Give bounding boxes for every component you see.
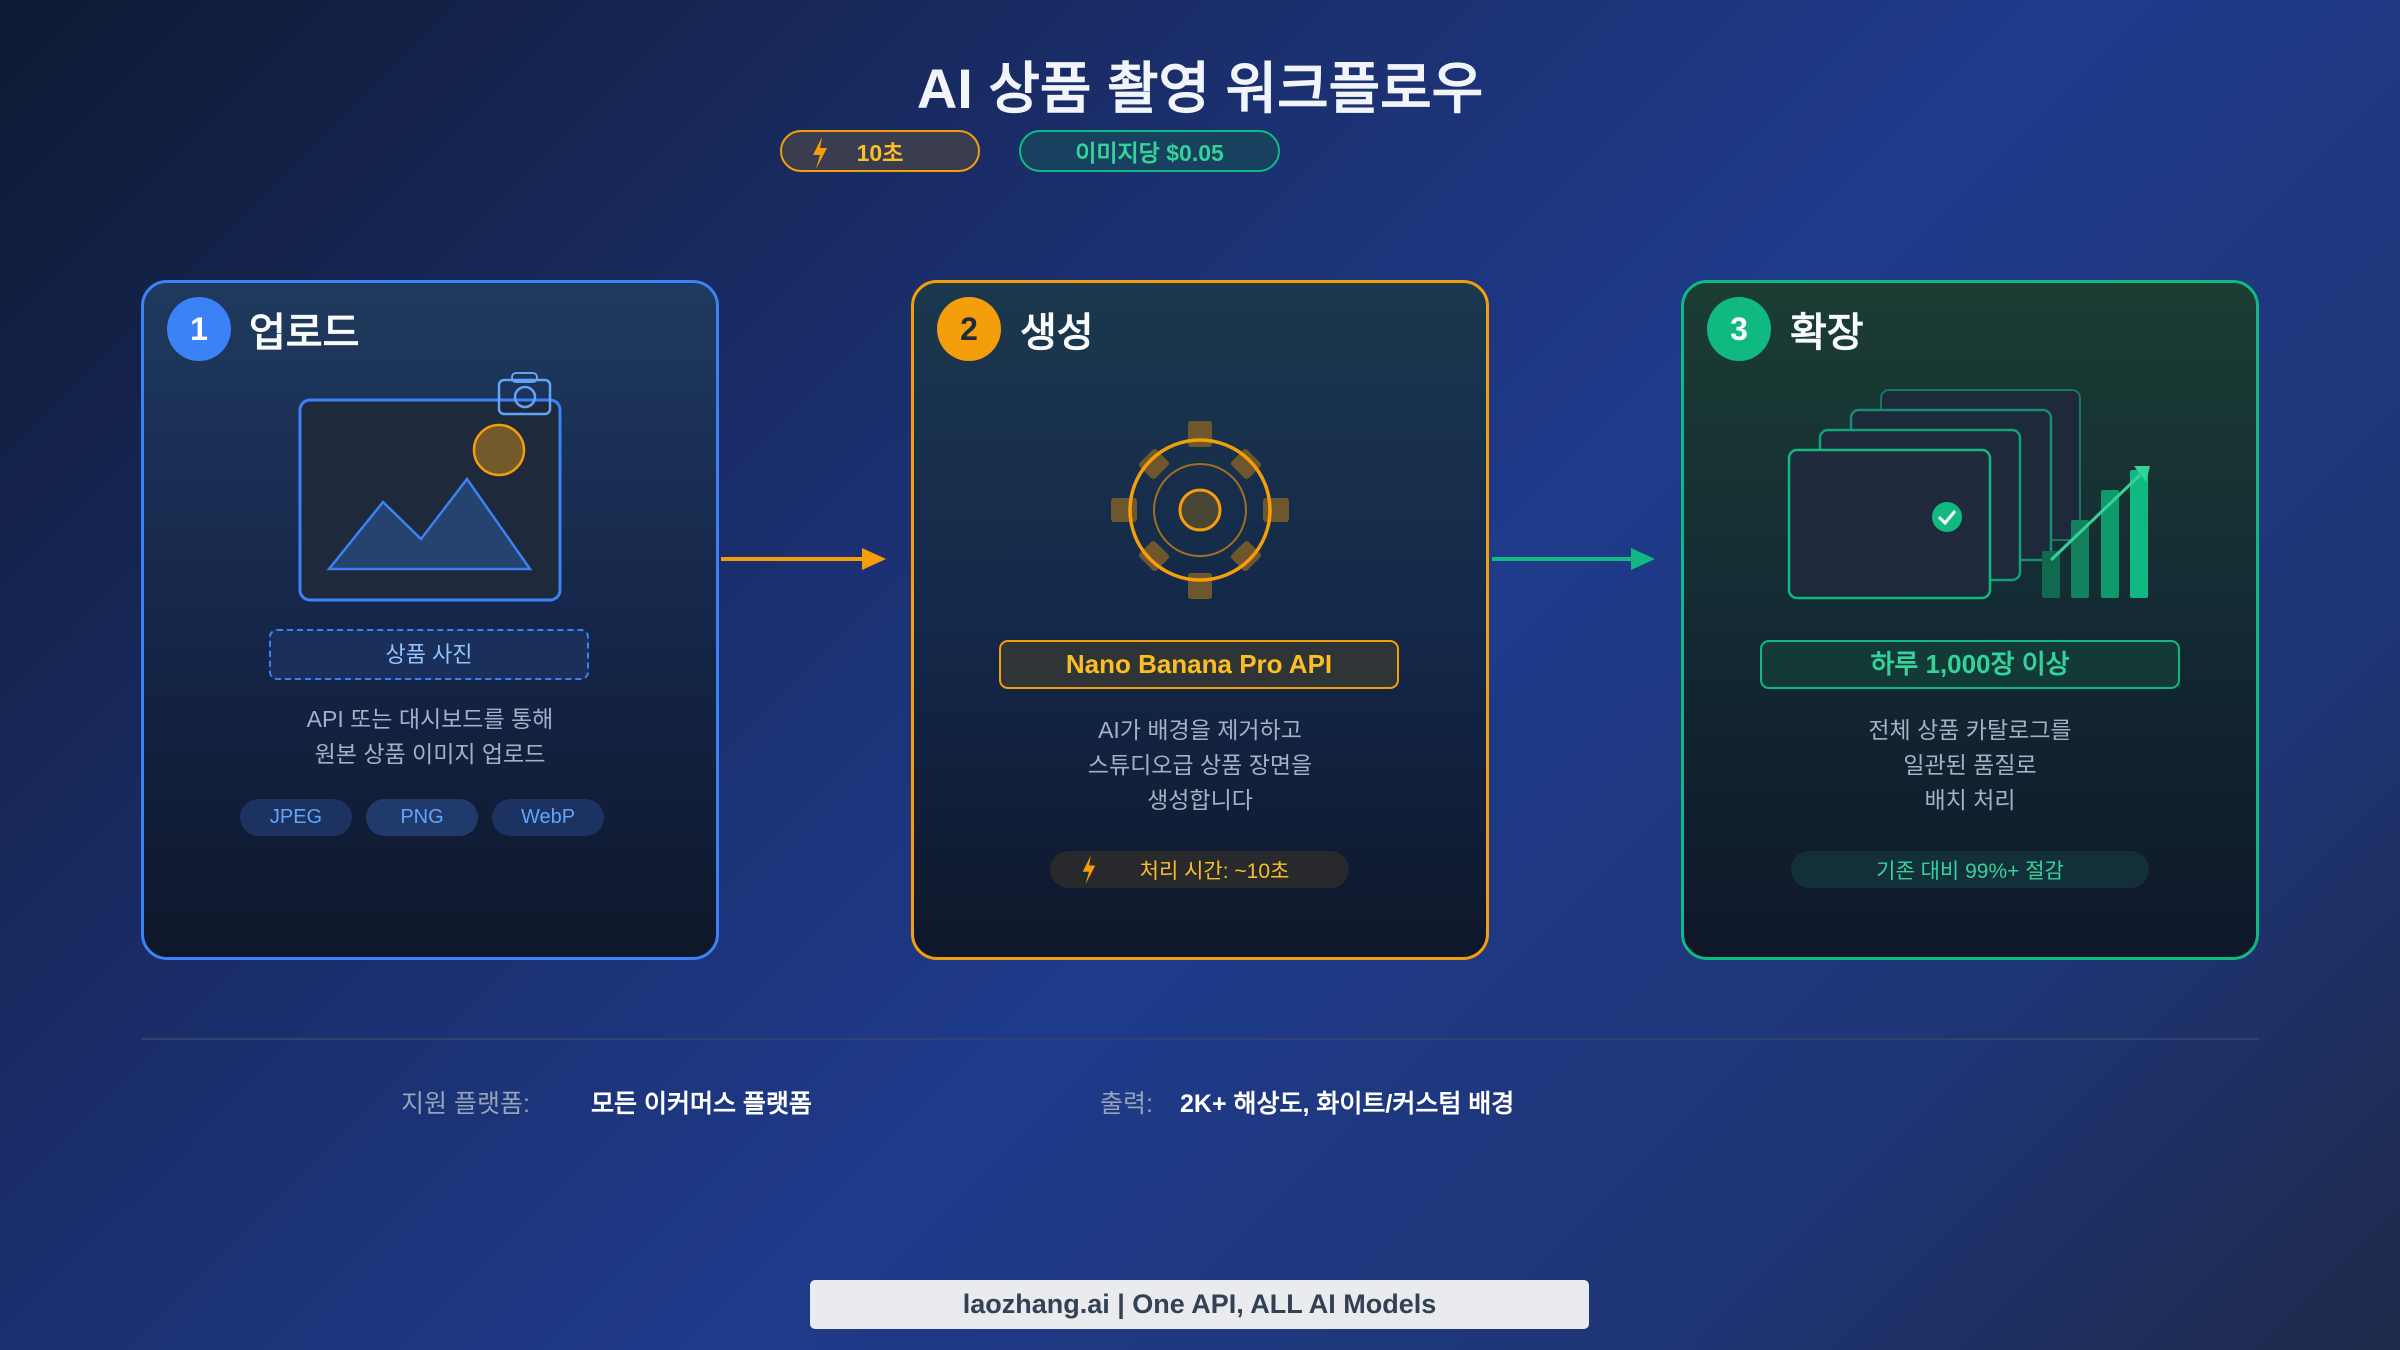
product-photo-label: 상품 사진 — [269, 629, 589, 680]
description-line: 생성합니다 — [1147, 787, 1253, 813]
platforms-label: 지원 플랫폼: — [401, 1090, 530, 1118]
speed-badge: 10초 — [780, 130, 980, 172]
step-number-badge: 2 — [937, 297, 1001, 361]
branding-banner: laozhang.ai | One API, ALL AI Models — [810, 1280, 1589, 1329]
page-title: AI 상품 촬영 워크플로우 — [916, 57, 1484, 120]
description-line: 배치 처리 — [1924, 787, 2016, 813]
savings-pill: 기존 대비 99%+ 절감 — [1791, 851, 2149, 888]
description-line: AI가 배경을 제거하고 — [1098, 717, 1302, 743]
step-card-generate — [911, 280, 1489, 960]
description-line: 원본 상품 이미지 업로드 — [314, 741, 546, 767]
description-line: 일관된 품질로 — [1903, 752, 2037, 778]
capacity-label: 하루 1,000장 이상 — [1760, 640, 2180, 689]
api-name-label: Nano Banana Pro API — [999, 640, 1399, 689]
price-badge: 이미지당 $0.05 — [1019, 130, 1280, 172]
step-description: 전체 상품 카탈로그를 일관된 품질로 배치 처리 — [1681, 713, 2259, 818]
arrow-right-icon — [721, 548, 886, 570]
processing-time-text: 처리 시간: ~10초 — [1139, 859, 1290, 883]
arrow-right-icon — [1492, 548, 1655, 570]
step-description: API 또는 대시보드를 통해 원본 상품 이미지 업로드 — [141, 702, 719, 772]
platforms-value: 모든 이커머스 플랫폼 — [591, 1090, 812, 1118]
format-chip-webp: WebP — [492, 799, 604, 836]
processing-time-pill: 처리 시간: ~10초 — [1050, 851, 1349, 888]
gear-icon — [1111, 421, 1289, 599]
description-line: API 또는 대시보드를 통해 — [306, 706, 554, 732]
product-photo-label-text: 상품 사진 — [385, 642, 473, 667]
description-line: 스튜디오급 상품 장면을 — [1087, 752, 1313, 778]
format-chip-jpeg: JPEG — [240, 799, 352, 836]
savings-text: 기존 대비 99%+ 절감 — [1876, 859, 2064, 883]
lightning-icon — [1082, 855, 1096, 885]
camera-icon — [497, 372, 552, 416]
price-badge-label: 이미지당 $0.05 — [1075, 140, 1224, 166]
speed-badge-label: 10초 — [856, 140, 904, 166]
output-value: 2K+ 해상도, 화이트/커스텀 배경 — [1180, 1090, 1515, 1118]
description-line: 전체 상품 카탈로그를 — [1868, 717, 2072, 743]
api-name-text: Nano Banana Pro API — [1065, 649, 1333, 679]
step-title: 확장 — [1790, 311, 1864, 355]
step-title: 생성 — [1020, 311, 1094, 355]
branding-text: laozhang.ai | One API, ALL AI Models — [962, 1289, 1437, 1319]
step-description: AI가 배경을 제거하고 스튜디오급 상품 장면을 생성합니다 — [911, 713, 1489, 818]
output-label: 출력: — [1100, 1090, 1153, 1118]
lightning-icon — [813, 137, 827, 169]
step-number-badge: 3 — [1707, 297, 1771, 361]
bar-chart-icon — [2042, 466, 2150, 598]
step-title: 업로드 — [249, 311, 360, 355]
format-chip-png: PNG — [366, 799, 478, 836]
check-circle-icon — [1932, 502, 1962, 532]
capacity-text: 하루 1,000장 이상 — [1870, 649, 2070, 679]
step-card-upload — [141, 280, 719, 960]
step-number-badge: 1 — [167, 297, 231, 361]
